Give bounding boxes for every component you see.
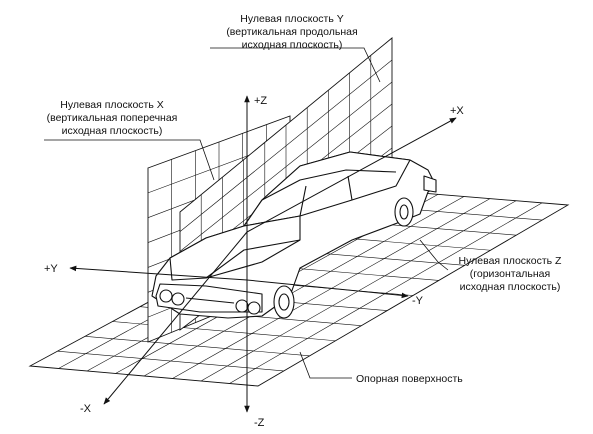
plane-x-title: Нулевая плоскость X: [60, 99, 164, 111]
x-axis-neg: [103, 231, 248, 405]
axis-label-pos-y: +Y: [44, 263, 58, 275]
grid-line: [143, 196, 465, 377]
plane-z-title: Нулевая плоскость Z: [459, 255, 562, 267]
car-outline: [151, 151, 437, 319]
leader-lines: [44, 47, 449, 379]
x-axis-pos: [246, 117, 457, 233]
axis-label-neg-y: -Y: [412, 295, 424, 307]
plane-x-desc-1: (вертикальная поперечная: [47, 112, 178, 124]
plane-y-title: Нулевая плоскость Y: [240, 13, 344, 25]
axis-label-pos-z: +Z: [254, 95, 267, 107]
plane-z-desc-2: исходная плоскость): [460, 281, 561, 293]
plane-y-desc-2: исходная плоскость): [242, 39, 343, 51]
grid-line: [179, 59, 393, 232]
y-axis-neg: [246, 279, 409, 299]
grid-line: [229, 202, 543, 384]
axis-label-neg-z: -Z: [254, 417, 265, 429]
axis-label-neg-x: -X: [80, 403, 92, 415]
axes: [69, 95, 457, 413]
axis-label-pos-x: +X: [450, 105, 464, 117]
label-plane-x: Нулевая плоскость X (вертикальная попере…: [47, 99, 178, 137]
plane-y-desc-1: (вертикальная продольная: [226, 26, 357, 38]
reference-surface-label: Опорная поверхность: [356, 373, 463, 385]
label-plane-z: Нулевая плоскость Z (горизонтальная исхо…: [459, 255, 562, 293]
grid-line: [179, 81, 393, 252]
label-plane-y: Нулевая плоскость Y (вертикальная продол…: [226, 13, 357, 51]
y-axis-pos: [69, 265, 248, 281]
plane-x-desc-2: исходная плоскость): [62, 125, 163, 137]
plane-z-desc-1: (горизонтальная: [470, 268, 550, 280]
